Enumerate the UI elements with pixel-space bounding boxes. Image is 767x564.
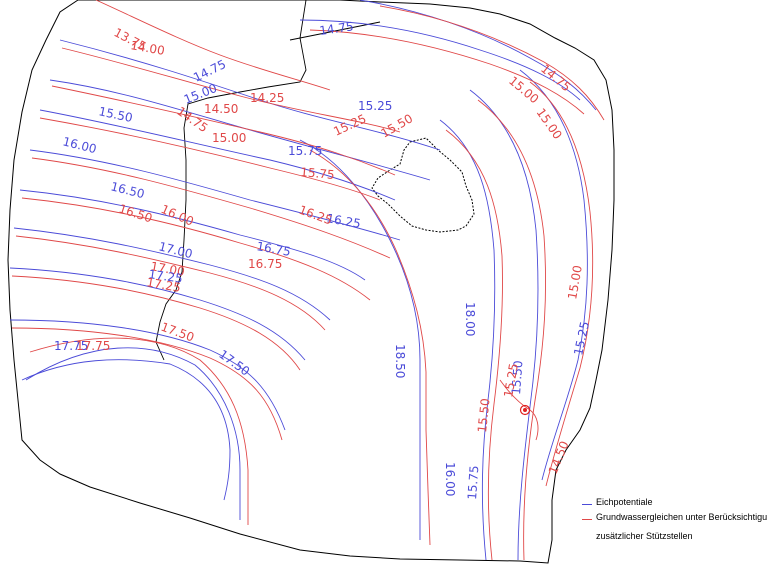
contour-label: 16.00 bbox=[159, 202, 196, 229]
contour-label: 15.50 bbox=[97, 104, 134, 125]
contour-label: 15.75 bbox=[465, 465, 481, 500]
contour-label: 15.50 bbox=[379, 111, 416, 140]
contour-label: 16.50 bbox=[109, 179, 146, 201]
isoline-blue bbox=[519, 69, 588, 481]
contour-label: 15.25 bbox=[358, 99, 392, 113]
contour-label: 14.75 bbox=[318, 19, 354, 38]
isoline-red bbox=[309, 149, 431, 546]
isoline-blue bbox=[59, 39, 441, 151]
isoline-red bbox=[95, 0, 331, 91]
contour-label: 14.75 bbox=[191, 57, 228, 85]
isoline-blue bbox=[469, 89, 539, 561]
contour-label: 14.00 bbox=[129, 38, 165, 58]
contour-label: 16.50 bbox=[117, 202, 154, 226]
contour-label: 16.25 bbox=[297, 203, 334, 228]
isoline-blue bbox=[13, 227, 331, 321]
isoline-red bbox=[21, 197, 371, 301]
eichpotentiale-isolines bbox=[9, 0, 597, 561]
isoline-blue bbox=[29, 149, 401, 241]
contour-label: 14.75 bbox=[538, 62, 573, 95]
isoline-blue bbox=[19, 189, 366, 281]
road-branch bbox=[289, 21, 381, 41]
contour-label: 15.25 bbox=[501, 362, 521, 398]
contour-label: 17.00 bbox=[157, 239, 194, 261]
isoline-blue bbox=[439, 119, 496, 561]
isoline-blue bbox=[299, 19, 581, 101]
isoline-red bbox=[445, 129, 503, 561]
contour-label: 15.00 bbox=[534, 106, 565, 142]
road bbox=[155, 0, 307, 361]
contour-label: 15.50 bbox=[475, 398, 493, 434]
isoline-blue bbox=[9, 267, 306, 361]
contour-label: 16.25 bbox=[325, 211, 361, 231]
isoline-blue bbox=[359, 0, 597, 111]
isoline-red bbox=[477, 99, 546, 561]
contour-label: 18.50 bbox=[393, 344, 407, 378]
legend-swatch-eichpotentiale bbox=[582, 504, 592, 505]
contour-label: 17.75 bbox=[54, 339, 88, 353]
legend-label-eichpotentiale: Eichpotentiale bbox=[596, 497, 653, 507]
contour-label: 16.00 bbox=[443, 462, 457, 496]
contour-label: 14.50 bbox=[546, 439, 572, 476]
contour-label: 17.00 bbox=[149, 259, 185, 279]
legend-swatch-grundwassergleichen bbox=[582, 519, 592, 520]
contour-label: 17.25 bbox=[148, 267, 184, 286]
isoline-red bbox=[39, 117, 381, 201]
contour-label: 15.25 bbox=[331, 112, 368, 139]
contour-label: 15.50 bbox=[509, 360, 525, 395]
isoline-red bbox=[15, 235, 326, 331]
isoline-blue bbox=[49, 79, 431, 181]
isoline-blue bbox=[25, 347, 241, 520]
isoline-red bbox=[61, 47, 401, 133]
contour-label: 17.50 bbox=[159, 320, 196, 345]
contour-label: 15.75 bbox=[288, 144, 322, 158]
isoline-blue bbox=[21, 359, 231, 501]
legend-label-grundwassergleichen: Grundwassergleichen unter Berücksichtigu… bbox=[596, 512, 767, 522]
contour-label: 17.25 bbox=[145, 275, 181, 295]
isoline-blue bbox=[39, 109, 396, 201]
contour-label: 15.00 bbox=[565, 264, 585, 300]
contour-label: 17.75 bbox=[76, 339, 110, 353]
contour-label: 14.50 bbox=[204, 102, 238, 116]
study-area-boundary bbox=[7, 0, 615, 564]
contour-label: 15.00 bbox=[212, 131, 246, 145]
isoline-red bbox=[529, 81, 594, 487]
contour-label: 16.75 bbox=[248, 257, 282, 271]
contour-label: 15.25 bbox=[571, 320, 592, 357]
isoline-blue bbox=[9, 319, 286, 431]
legend-label-stuetzstellen: zusätzlicher Stützstellen bbox=[596, 531, 693, 541]
isoline-red bbox=[11, 327, 283, 441]
contour-label: 16.00 bbox=[61, 134, 98, 156]
pond-polygon bbox=[371, 137, 475, 233]
contour-labels: 13.75 14.00 14.75 14.75 15.00 14.50 14.2… bbox=[54, 19, 592, 500]
isoline-red bbox=[309, 29, 585, 115]
contour-label: 16.75 bbox=[255, 239, 291, 259]
isoline-blue bbox=[299, 139, 421, 540]
contour-label: 14.25 bbox=[250, 91, 284, 105]
grundwassergleichen-isolines bbox=[11, 0, 605, 561]
well-marker bbox=[519, 404, 531, 416]
isoline-red bbox=[379, 5, 605, 121]
contour-label: 15.00 bbox=[506, 74, 541, 107]
isoline-red bbox=[29, 337, 249, 525]
isoline-red bbox=[31, 157, 391, 259]
contour-label: 15.75 bbox=[300, 165, 335, 182]
isoline-red bbox=[11, 275, 301, 371]
contour-label: 17.50 bbox=[216, 347, 252, 379]
isoline-red bbox=[51, 85, 396, 176]
contour-label: 18.00 bbox=[463, 302, 477, 336]
